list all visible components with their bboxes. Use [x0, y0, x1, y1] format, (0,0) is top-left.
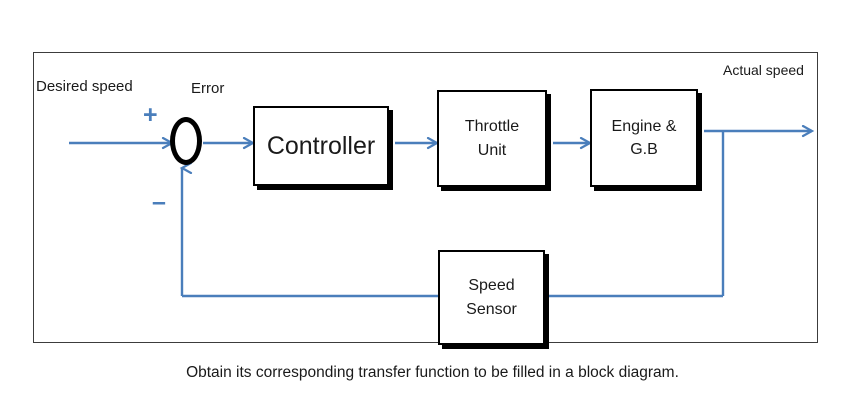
desired-speed-label: Desired speed — [36, 78, 133, 95]
diagram-frame — [33, 52, 818, 343]
block-engine-gearbox: Engine & G.B — [590, 89, 698, 187]
block-controller-line1: Controller — [266, 131, 376, 160]
block-engine-line1: Engine & — [611, 117, 677, 135]
plus-sign-label: + — [143, 101, 158, 129]
figure-caption: Obtain its corresponding transfer functi… — [186, 364, 679, 381]
block-throttle-unit: Throttle Unit — [437, 90, 547, 187]
block-controller: Controller — [253, 106, 389, 186]
summing-junction-icon — [170, 117, 202, 165]
block-throttle-line2: Unit — [477, 141, 507, 159]
block-speed-sensor: Speed Sensor — [438, 250, 545, 345]
minus-sign-label: – — [152, 188, 166, 216]
block-sensor-line1: Speed — [468, 277, 515, 295]
block-engine-line2: G.B — [630, 141, 658, 158]
actual-speed-label: Actual speed — [723, 62, 804, 78]
block-sensor-line2: Sensor — [466, 300, 517, 318]
error-label: Error — [191, 80, 225, 97]
block-throttle-line1: Throttle — [464, 118, 520, 136]
